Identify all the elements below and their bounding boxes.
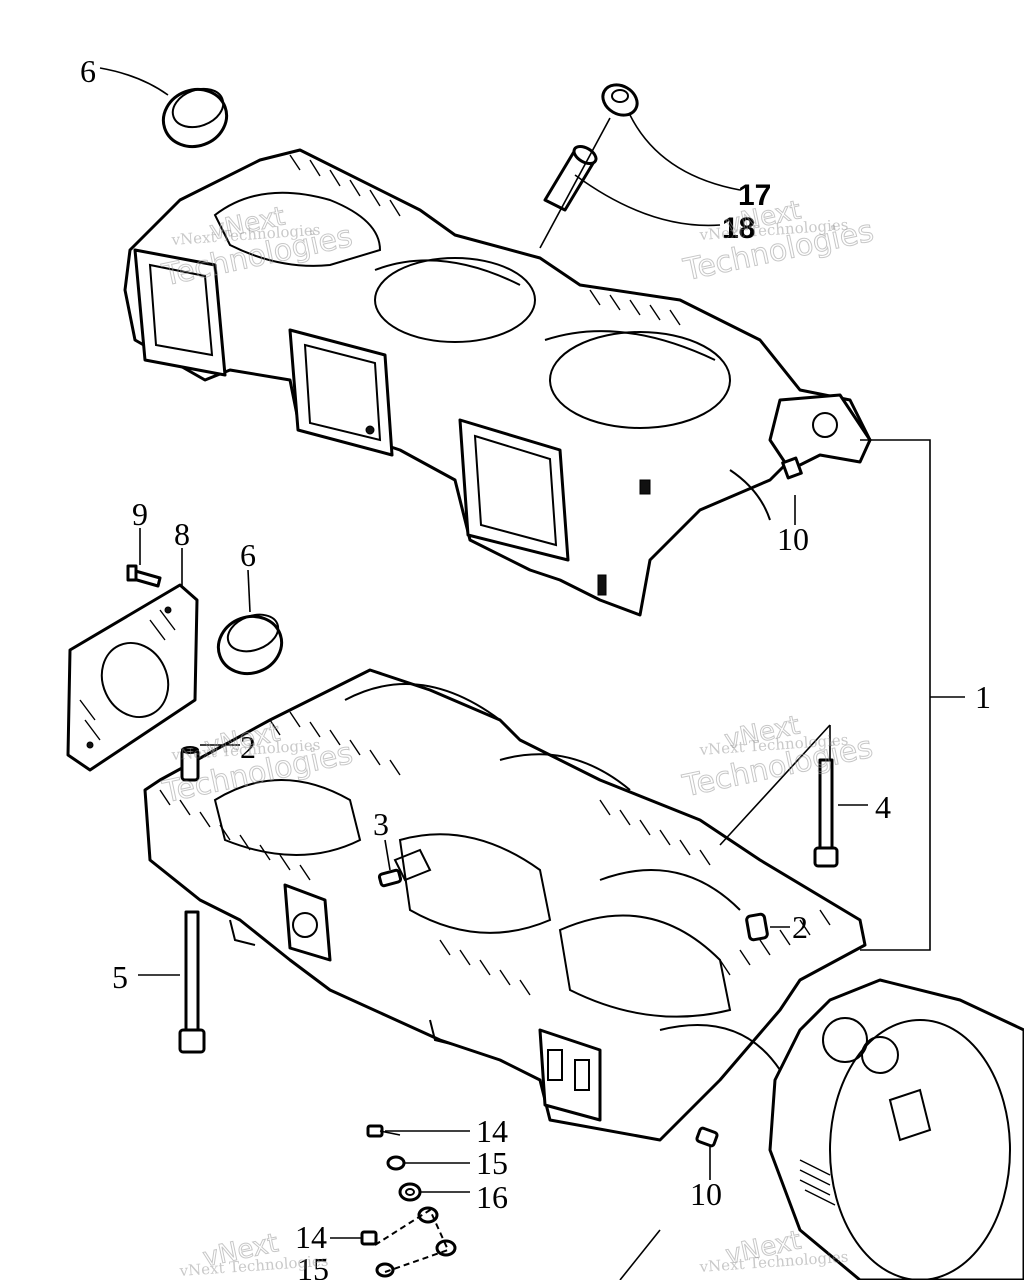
callout-2-right: 2 [792,909,808,945]
callout-2-left: 2 [240,729,256,765]
lower-crankcase [143,668,867,1142]
callout-5: 5 [112,959,128,995]
screw-14-lower [360,1230,378,1246]
callout-6-middle: 6 [240,537,256,573]
washer-15-upper [386,1155,406,1171]
callout-6-top: 6 [80,53,96,89]
callout-8: 8 [174,516,190,552]
flywheel-housing [768,978,1024,1280]
seal-ring-middle [216,613,284,675]
callout-17: 17 [738,179,771,212]
screw-9 [126,564,162,588]
callout-18: 18 [722,212,755,245]
washer-lower [375,1206,457,1278]
bolt-5 [178,910,206,1054]
callout-14-lower: 14 [295,1219,327,1255]
callout-14-upper: 14 [476,1113,508,1149]
dowel-2-left [180,746,200,782]
callout-10-lower: 10 [690,1176,722,1212]
nut-17 [601,83,639,117]
upper-crankcase [123,148,872,617]
washer-16 [398,1182,422,1202]
callout-15-upper: 15 [476,1145,508,1181]
callout-9: 9 [132,496,148,532]
callout-4: 4 [875,789,891,825]
seal-ring-top [161,87,229,148]
callout-1: 1 [975,679,991,715]
dowel-10-lower [695,1126,719,1148]
screw-14-upper [366,1124,401,1138]
pin-18 [543,144,598,212]
cover-plate-8 [66,583,199,772]
dowel-2-right [745,912,769,942]
callout-16: 16 [476,1179,508,1215]
callout-3: 3 [373,806,389,842]
callout-10-upper: 10 [777,521,809,557]
bolt-4 [813,758,839,868]
callout-15-lower: 15 [297,1251,329,1280]
watermark-text-bottom-right: vNext Technologies [698,1248,849,1276]
